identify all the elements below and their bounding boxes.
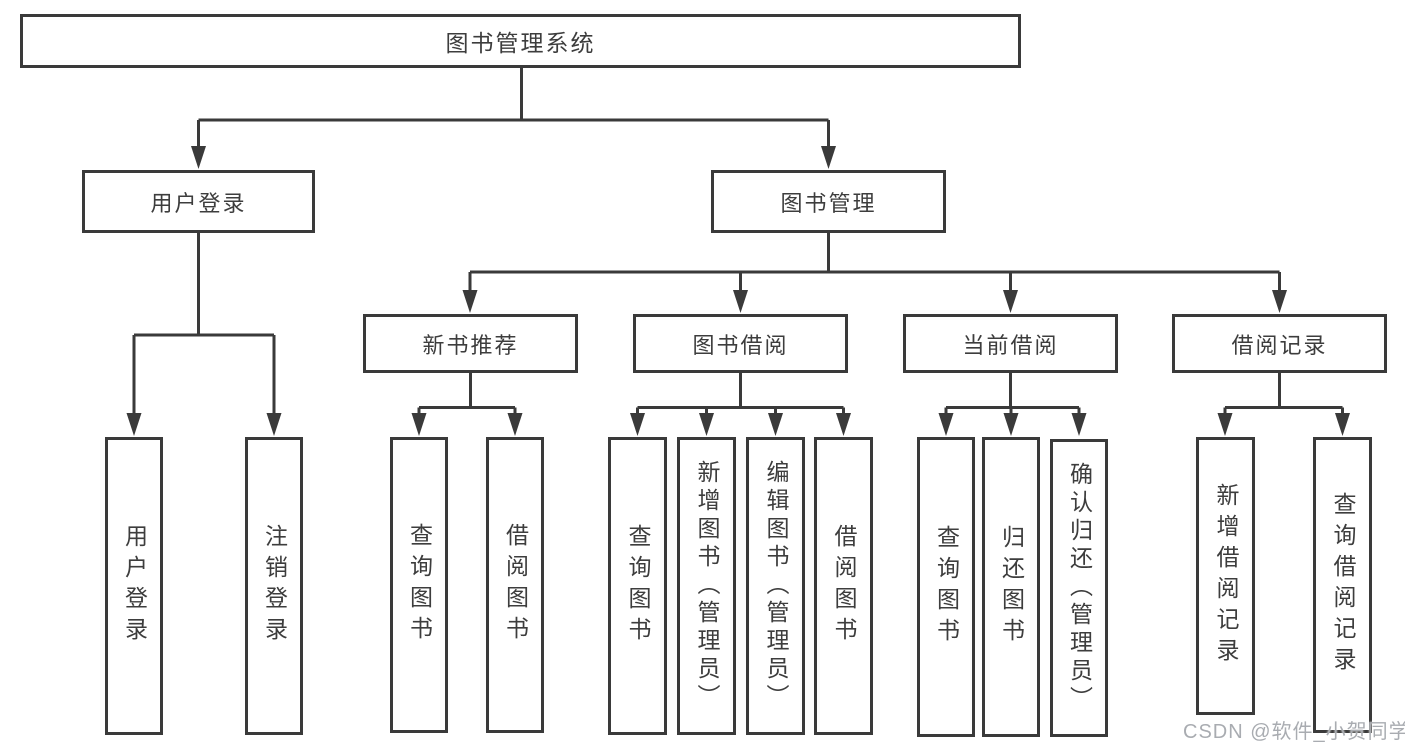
leaf-current-return-books-label: 归还图书	[998, 525, 1025, 649]
leaf-current-query-books: 查询图书	[917, 437, 975, 737]
connector-paths	[132, 68, 1344, 417]
leaf-records-add-record: 新增借阅记录	[1196, 437, 1255, 715]
leaf-current-return-books: 归还图书	[982, 437, 1040, 737]
leaf-current-confirm-return-admin-label: 确认归还（管理员）	[1066, 462, 1093, 714]
node-book-borrowing: 图书借阅	[633, 314, 848, 373]
leaf-borrowing-add-books-admin-label: 新增图书（管理员）	[694, 460, 720, 712]
leaf-records-query-record: 查询借阅记录	[1313, 437, 1372, 733]
leaf-records-query-record-label: 查询借阅记录	[1330, 492, 1356, 678]
leaf-current-query-books-label: 查询图书	[933, 525, 960, 649]
node-new-book-recommendation: 新书推荐	[363, 314, 578, 373]
leaf-newbook-query-books-label: 查询图书	[406, 523, 433, 647]
node-user-login: 用户登录	[82, 170, 315, 233]
leaf-borrowing-query-books: 查询图书	[608, 437, 667, 735]
leaf-newbook-query-books: 查询图书	[390, 437, 448, 733]
node-book-management: 图书管理	[711, 170, 946, 233]
leaf-newbook-borrow-books: 借阅图书	[486, 437, 544, 733]
leaf-logout-label: 注销登录	[261, 524, 288, 648]
leaf-borrowing-edit-books-admin-label: 编辑图书（管理员）	[763, 460, 789, 712]
arrowheads	[126, 146, 1350, 436]
leaf-borrowing-add-books-admin: 新增图书（管理员）	[677, 437, 736, 735]
leaf-borrowing-query-books-label: 查询图书	[625, 524, 651, 648]
node-current-borrowing: 当前借阅	[903, 314, 1118, 373]
leaf-borrowing-borrow-books: 借阅图书	[814, 437, 873, 735]
leaf-newbook-borrow-books-label: 借阅图书	[502, 523, 529, 647]
csdn-watermark: CSDN @软件_小贺同学	[1183, 721, 1405, 743]
leaf-logout: 注销登录	[245, 437, 303, 735]
leaf-user-login: 用户登录	[105, 437, 163, 735]
node-borrowing-records: 借阅记录	[1172, 314, 1387, 373]
leaf-current-confirm-return-admin: 确认归还（管理员）	[1050, 439, 1108, 737]
leaf-borrowing-borrow-books-label: 借阅图书	[831, 524, 857, 648]
leaf-user-login-label: 用户登录	[121, 524, 148, 648]
leaf-records-add-record-label: 新增借阅记录	[1213, 483, 1239, 669]
node-library-management-system: 图书管理系统	[20, 14, 1021, 68]
leaf-borrowing-edit-books-admin: 编辑图书（管理员）	[746, 437, 805, 735]
